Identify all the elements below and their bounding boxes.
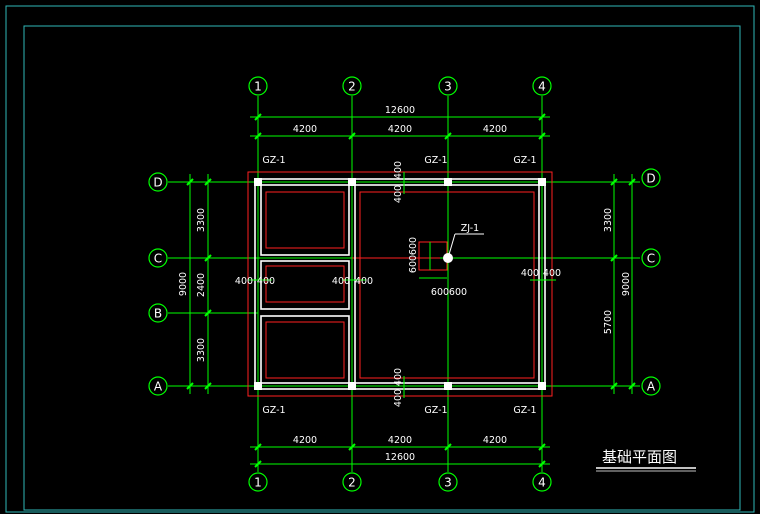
right-span-dim-1: 3300 [603,208,614,232]
wall-dim-left-b: 400 [257,276,275,287]
axis-label-left-a: A [154,380,163,394]
wall-dim-bottom-lower: 400 [393,389,404,407]
axis-label-right-c: C [647,252,655,266]
foundation-outlines [247,171,553,397]
pier-width-dim-a: 600 [431,287,449,298]
bottom-total-dim: 12600 [385,452,415,463]
axis-label-bottom-3: 3 [444,476,452,490]
drawing-frame-outer [5,5,755,513]
top-total-dim: 12600 [385,105,415,116]
wall-dim-right-b: 400 [543,268,561,279]
wall-dim-lines [248,172,556,398]
column-label-top-2: GZ-1 [424,155,447,166]
axis-label-right-d: D [646,172,655,186]
bottom-bay-dim-2: 4200 [388,435,412,446]
axis-label-bottom-1: 1 [254,476,262,490]
pier-depth-dim-b: 600 [408,255,419,273]
column-label-top-3: GZ-1 [513,155,536,166]
top-bay-dim-3: 4200 [483,124,507,135]
axis-label-bottom-4: 4 [538,476,546,490]
column-label-bottom-3: GZ-1 [513,405,536,416]
top-bay-dim-1: 4200 [293,124,317,135]
drawing-title: 基础平面图 [602,448,677,466]
drawing-frame-inner [23,25,741,511]
bottom-bay-dim-1: 4200 [293,435,317,446]
axis-label-left-c: C [154,252,162,266]
pier-label: ZJ-1 [461,223,479,234]
axis-label-top-1: 1 [254,80,262,94]
dimension-lines [189,116,633,465]
right-span-dim-2: 5700 [603,310,614,334]
pier-width-dim-b: 600 [449,287,467,298]
column-markers [254,178,546,390]
axis-label-top-3: 3 [444,80,452,94]
axis-bubbles [148,76,661,492]
wall-dim-top-upper: 400 [393,161,404,179]
axis-label-left-b: B [154,307,162,321]
pier-leader [447,233,456,259]
axis-label-top-4: 4 [538,80,546,94]
wall-dim-top-lower: 400 [393,185,404,203]
wall-dim-left-a: 400 [235,276,253,287]
dimension-ticks [186,113,636,468]
bottom-bay-dim-3: 4200 [483,435,507,446]
left-span-dim-1: 3300 [196,208,207,232]
axis-label-bottom-2: 2 [348,476,356,490]
axis-label-left-d: D [153,176,162,190]
column-label-bottom-1: GZ-1 [262,405,285,416]
wall-dim-bottom-upper: 400 [393,368,404,386]
left-span-dim-2: 2400 [196,273,207,297]
right-total-dim: 9000 [621,272,632,296]
left-total-dim: 9000 [178,272,189,296]
column-label-bottom-2: GZ-1 [424,405,447,416]
top-bay-dim-2: 4200 [388,124,412,135]
pier-depth-dim-a: 600 [408,237,419,255]
axis-label-right-a: A [647,380,656,394]
axis-label-top-2: 2 [348,80,356,94]
wall-dim-mid-b: 400 [355,276,373,287]
wall-lines [254,178,546,390]
wall-dim-mid-a: 400 [332,276,350,287]
wall-dim-right-a: 400 [521,268,539,279]
column-label-top-1: GZ-1 [262,155,285,166]
left-span-dim-3: 3300 [196,338,207,362]
